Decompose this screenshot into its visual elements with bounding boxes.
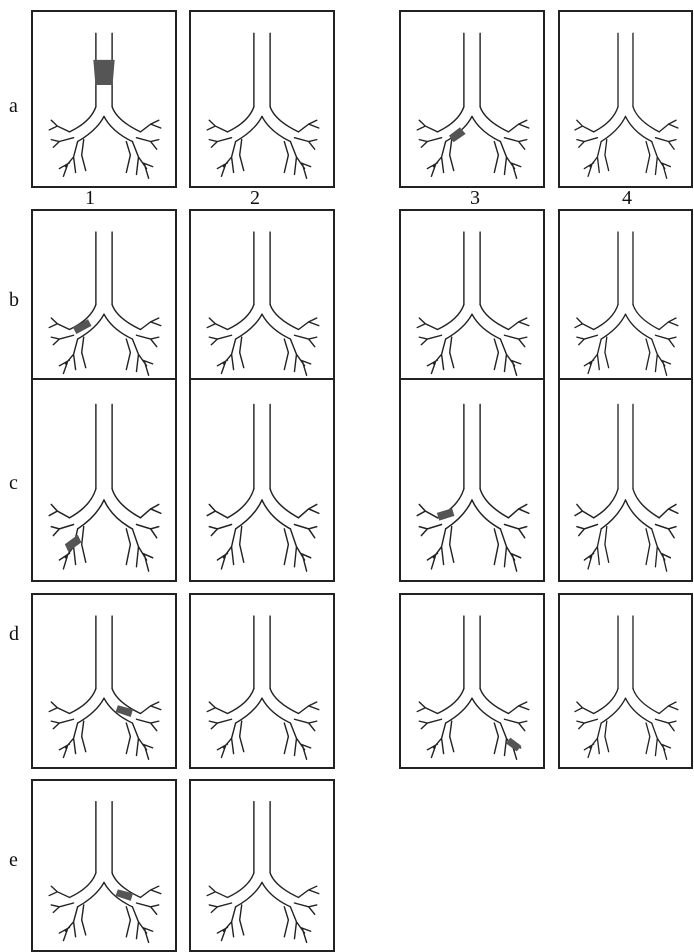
airway-tree-diagram <box>191 595 333 767</box>
panel-d1 <box>31 593 177 769</box>
airway-tree-diagram <box>401 595 543 767</box>
row-label-a: a <box>9 96 18 116</box>
airway-tree-diagram <box>33 380 175 580</box>
panel-c2 <box>189 378 335 582</box>
airway-tree-diagram <box>33 595 175 767</box>
column-label-4: 4 <box>612 188 642 208</box>
airway-tree-diagram <box>560 211 691 383</box>
airway-tree-diagram <box>191 12 333 186</box>
panel-b4 <box>558 209 693 385</box>
panel-b3 <box>399 209 545 385</box>
airway-tree-diagram <box>560 595 691 767</box>
panel-b1 <box>31 209 177 385</box>
panel-c1 <box>31 378 177 582</box>
column-label-2: 2 <box>240 188 270 208</box>
panel-a2 <box>189 10 335 188</box>
panel-b2 <box>189 209 335 385</box>
highlight-trachea-stenosis <box>94 60 114 84</box>
panel-e1 <box>31 779 177 952</box>
airway-tree-diagram <box>33 781 175 950</box>
airway-tree-diagram <box>560 12 691 186</box>
airway-tree-diagram <box>33 12 175 186</box>
panel-a4 <box>558 10 693 188</box>
highlight-left-lower-branch <box>65 536 80 552</box>
highlight-left-main-bronchus-origin <box>450 128 465 142</box>
airway-tree-diagram <box>191 380 333 580</box>
row-label-b: b <box>9 290 19 310</box>
column-label-3: 3 <box>460 188 490 208</box>
panel-a3 <box>399 10 545 188</box>
highlight-left-upper-branch <box>438 509 454 520</box>
column-label-1: 1 <box>75 188 105 208</box>
row-label-e: e <box>9 850 18 870</box>
airway-tree-diagram <box>401 12 543 186</box>
airway-tree-diagram <box>560 380 691 580</box>
highlight-right-lower-bronchus <box>506 738 520 750</box>
airway-tree-diagram <box>401 211 543 383</box>
panel-d2 <box>189 593 335 769</box>
panel-c3 <box>399 378 545 582</box>
airway-tree-diagram <box>191 211 333 383</box>
row-label-d: d <box>9 624 19 644</box>
panel-e2 <box>189 779 335 952</box>
panel-d4 <box>558 593 693 769</box>
row-label-c: c <box>9 473 18 493</box>
panel-a1 <box>31 10 177 188</box>
panel-c4 <box>558 378 693 582</box>
airway-tree-diagram <box>33 211 175 383</box>
airway-tree-diagram <box>401 380 543 580</box>
airway-tree-diagram <box>191 781 333 950</box>
panel-d3 <box>399 593 545 769</box>
